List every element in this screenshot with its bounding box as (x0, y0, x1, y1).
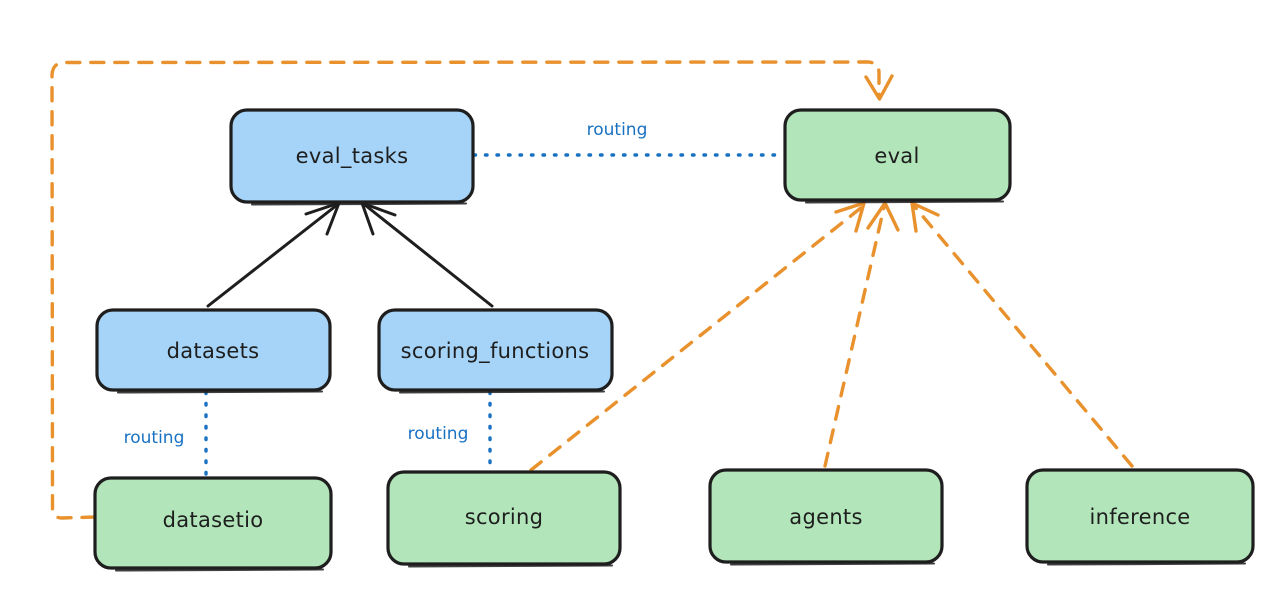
node-datasetio-label: datasetio (163, 508, 264, 532)
edge-datasetio-eval-path (50, 60, 881, 520)
node-datasetio-sketch-underline (114, 568, 325, 572)
edge-datasetio-eval-arrowhead (864, 74, 894, 101)
node-scoring-shape[interactable] (386, 470, 622, 566)
node-inference-label: inference (1089, 505, 1190, 529)
node-agents-shape[interactable] (708, 468, 944, 564)
node-datasets-shape[interactable] (95, 308, 332, 392)
node-eval_tasks-shape[interactable] (229, 108, 475, 204)
edge-scoring_functions-scoring: routing (408, 390, 492, 472)
node-inference-sketch-underline (1046, 562, 1247, 566)
node-eval-sketch-underline (804, 200, 1005, 204)
node-inference-shape[interactable] (1025, 468, 1255, 564)
edge-scoring_functions-eval_tasks (360, 201, 494, 308)
node-datasets-label: datasets (167, 339, 260, 363)
node-eval-shape[interactable] (783, 108, 1012, 202)
edge-datasets-datasetio: routing (124, 390, 208, 478)
node-agents-label: agents (789, 505, 862, 529)
node-agents-sketch-underline (729, 562, 936, 566)
node-inference[interactable]: inference (1025, 468, 1255, 566)
edge-label-routing-scoring: routing (408, 424, 469, 444)
edge-label-routing-datasetio: routing (124, 428, 185, 448)
node-scoring_functions-label: scoring_functions (401, 339, 590, 364)
edge-datasets-eval_tasks (206, 201, 341, 308)
node-scoring_functions-sketch-underline (398, 390, 606, 394)
edge-inference-eval-path (913, 205, 1134, 468)
edge-layer: routing routing routing (50, 60, 1134, 520)
edge-scoring_functions-eval_tasks-path (363, 203, 494, 308)
node-scoring_functions[interactable]: scoring_functions (377, 308, 614, 394)
edge-agents-eval-arrowhead (866, 201, 900, 232)
node-datasetio-shape[interactable] (93, 476, 333, 570)
node-eval_tasks-label: eval_tasks (296, 144, 409, 169)
node-scoring-label: scoring (465, 505, 544, 529)
node-scoring[interactable]: scoring (386, 470, 622, 568)
node-agents[interactable]: agents (708, 468, 944, 566)
node-scoring_functions-shape[interactable] (377, 308, 614, 392)
node-eval[interactable]: eval (783, 108, 1012, 204)
edge-agents-eval-path (823, 205, 886, 468)
edge-eval_tasks-eval: routing (472, 120, 786, 157)
edge-datasetio-eval (50, 60, 894, 520)
node-datasets-sketch-underline (116, 390, 324, 394)
edge-inference-eval (910, 201, 1134, 468)
edge-agents-eval (823, 201, 900, 468)
node-datasets[interactable]: datasets (95, 308, 332, 394)
node-eval-label: eval (874, 144, 919, 168)
node-scoring-sketch-underline (407, 564, 614, 568)
edge-label-routing-eval: routing (587, 120, 648, 140)
edge-scoring-eval-path (529, 205, 864, 472)
node-eval_tasks[interactable]: eval_tasks (229, 108, 475, 206)
edge-datasets-eval_tasks-path (206, 203, 339, 308)
node-layer: eval_tasks eval datasets scoring_functio… (93, 108, 1255, 572)
node-eval_tasks-sketch-underline (250, 202, 468, 206)
node-datasetio[interactable]: datasetio (93, 476, 333, 572)
